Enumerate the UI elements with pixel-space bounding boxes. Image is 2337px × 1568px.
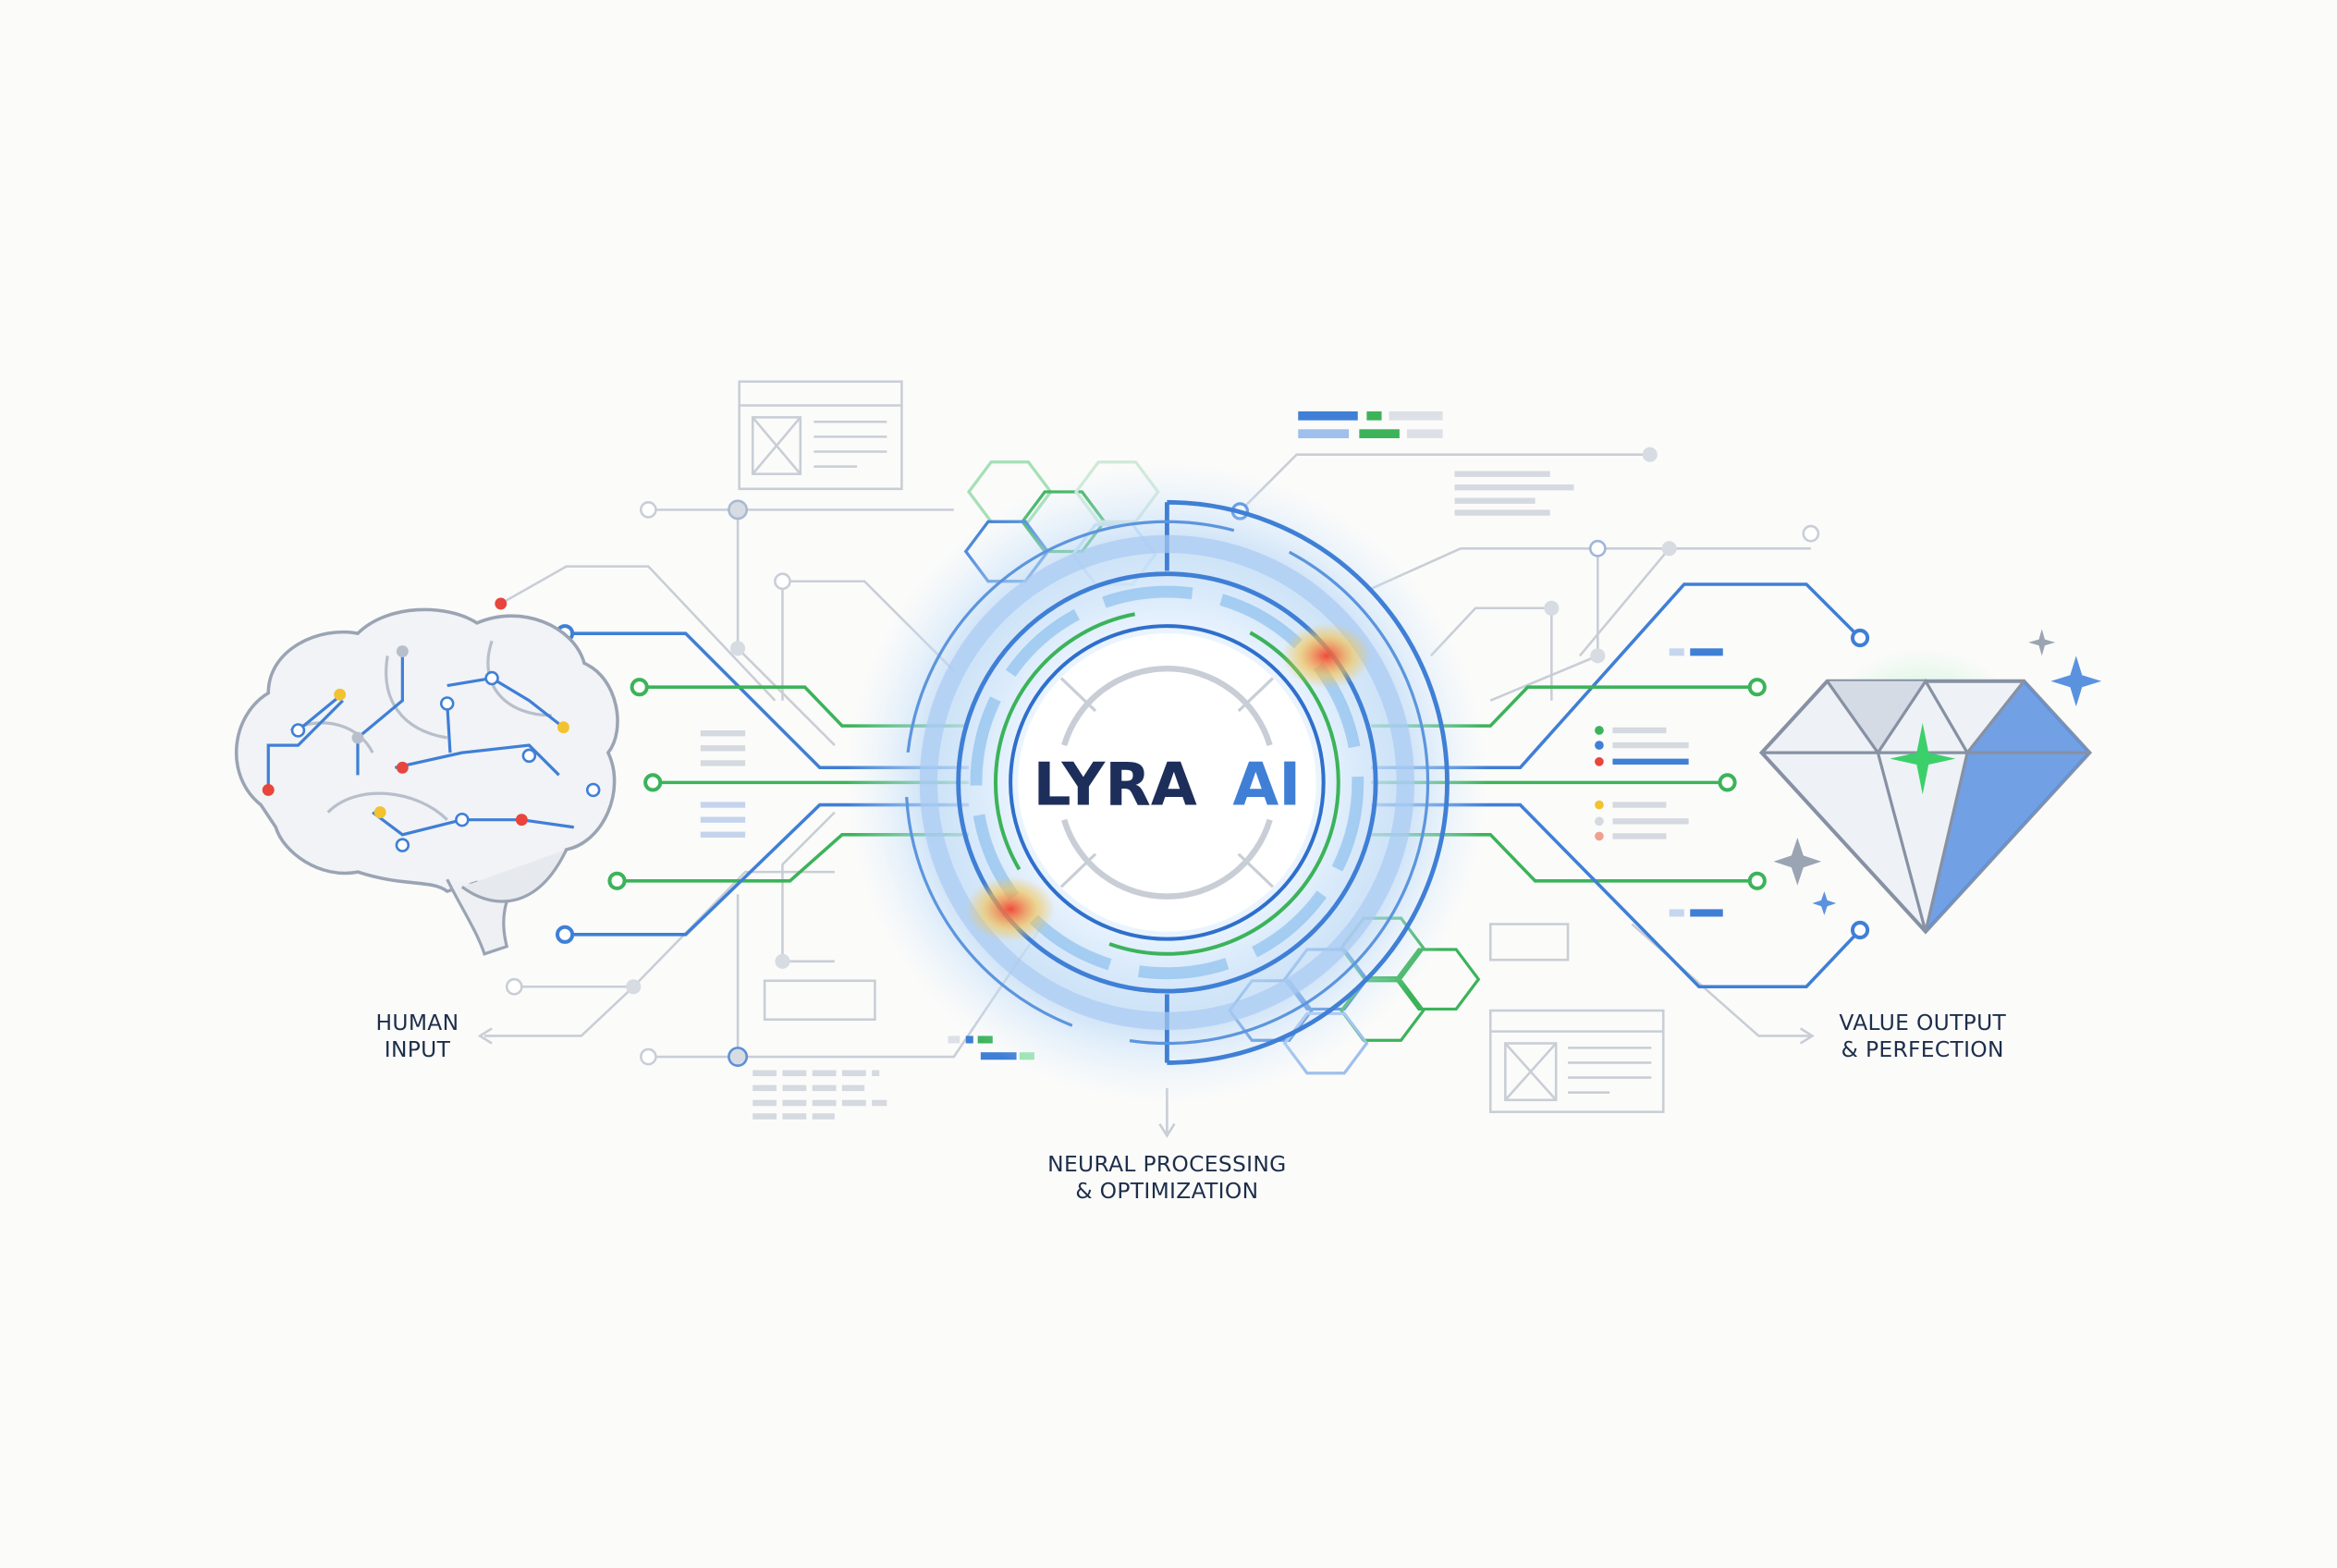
placeholder-box bbox=[763, 979, 876, 1022]
placeholder-box bbox=[1488, 923, 1570, 962]
svg-text:LYRA AI: LYRA AI bbox=[1034, 751, 1302, 820]
label-line: VALUE OUTPUT bbox=[1839, 1010, 2006, 1035]
lyra-core: LYRA AI bbox=[846, 461, 1488, 1104]
label-neural-processing: NEURAL PROCESSING & OPTIMIZATION bbox=[1047, 1151, 1286, 1204]
sparkle-icon bbox=[1890, 722, 1956, 795]
brain-icon bbox=[234, 597, 619, 956]
title-lyra: LYRA bbox=[1034, 751, 1197, 820]
label-line: HUMAN bbox=[376, 1010, 459, 1035]
window-icon bbox=[738, 380, 903, 491]
label-human-input: HUMAN INPUT bbox=[376, 1010, 459, 1062]
diamond-icon bbox=[1758, 648, 2093, 935]
label-line: & PERFECTION bbox=[1841, 1036, 2004, 1062]
window-icon bbox=[1488, 1009, 1665, 1113]
label-line: INPUT bbox=[385, 1036, 451, 1062]
label-line: & OPTIMIZATION bbox=[1075, 1178, 1258, 1204]
label-line: NEURAL PROCESSING bbox=[1047, 1151, 1286, 1177]
sparkle-icon bbox=[1773, 629, 2102, 915]
title-ai: AI bbox=[1232, 751, 1301, 820]
label-value-output: VALUE OUTPUT & PERFECTION bbox=[1839, 1010, 2006, 1062]
